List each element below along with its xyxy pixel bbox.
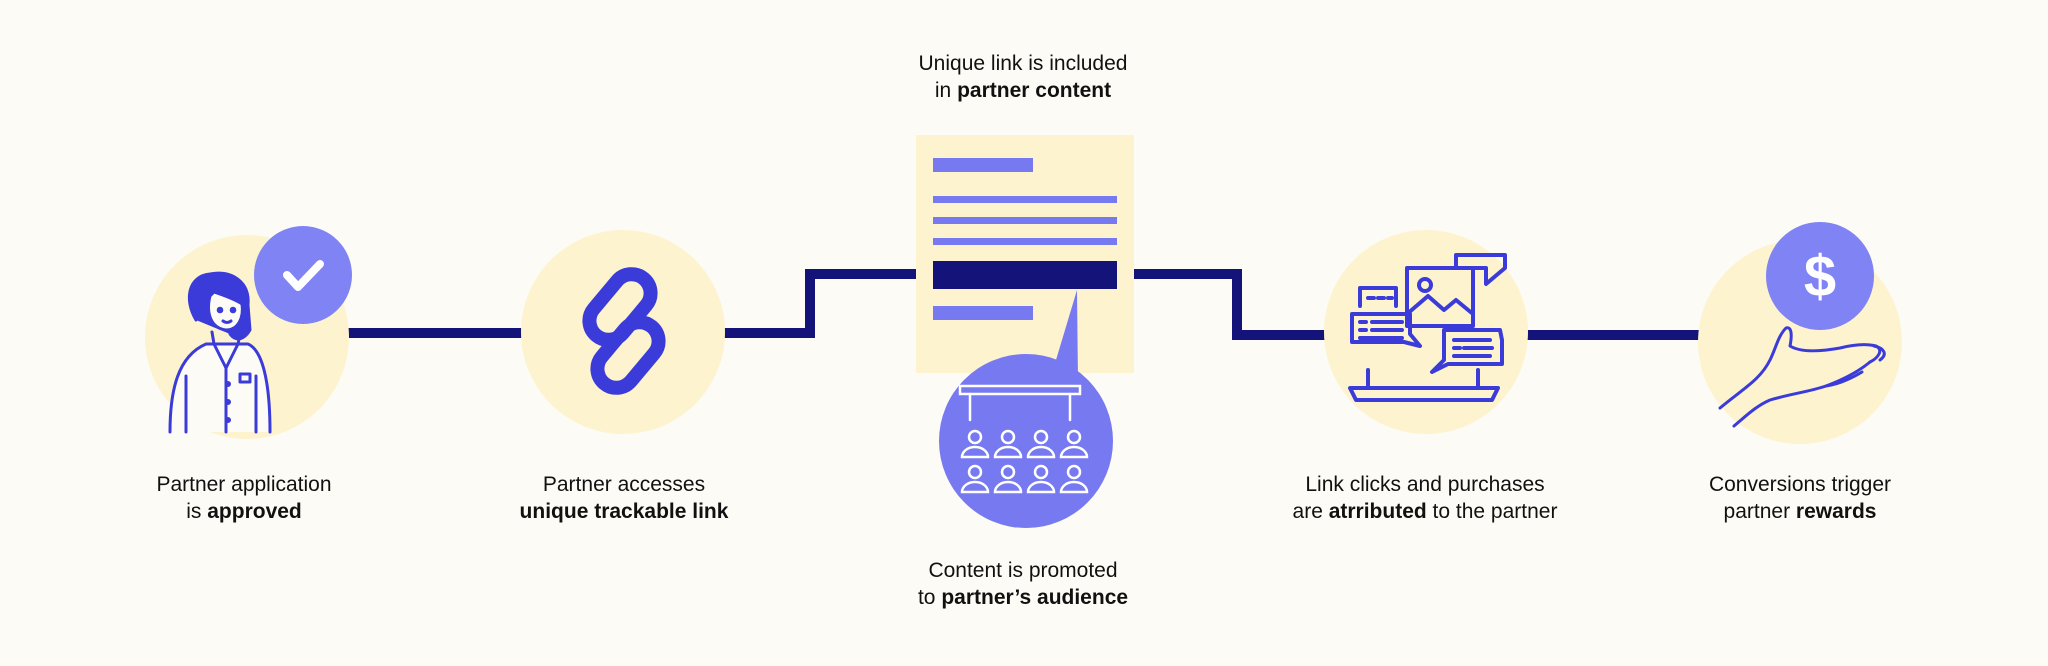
person-icon (168, 271, 272, 434)
dollar-coin (1766, 222, 1874, 330)
step-3-bottom-label: Content is promoted to partner’s audienc… (843, 557, 1203, 611)
step-5-line1: Conversions trigger (1708, 473, 1892, 496)
step-3-bottom-line2-bold: partner’s audience (941, 586, 1129, 609)
step-4-line1: Link clicks and purchases (1305, 473, 1545, 496)
step-4-line2-bold: atrributed (1328, 500, 1427, 523)
document-card (916, 135, 1134, 373)
doc-line-3 (933, 238, 1117, 245)
doc-line-2 (933, 217, 1117, 224)
doc-link-bar (933, 261, 1117, 289)
step-3-bottom-line1: Content is promoted (928, 559, 1118, 582)
laptop-chat-icon (1348, 253, 1507, 402)
hand-icon (1718, 326, 1886, 428)
step-5-line2-bold: rewards (1795, 500, 1877, 523)
step-3-graphic (916, 135, 1134, 528)
check-icon (283, 260, 324, 291)
step-3-top-label: Unique link is included in partner conte… (843, 50, 1203, 104)
doc-heading-bar (933, 158, 1033, 172)
speech-tail (1050, 290, 1078, 382)
step-4-graphic (1324, 230, 1528, 434)
step-4-line2-pre: are (1292, 500, 1329, 523)
step-2-graphic (521, 230, 725, 434)
step-5-label: Conversions trigger partner rewards (1620, 471, 1980, 525)
step-3-top-line2-pre: in (934, 79, 958, 102)
step-1-graphic (145, 226, 352, 439)
step-3-top-line1: Unique link is included (918, 52, 1128, 75)
step-1-line2-bold: approved (207, 500, 302, 523)
step-5-graphic: $ (1698, 222, 1902, 444)
step-3-top-line2-bold: partner content (957, 79, 1112, 102)
approved-badge (254, 226, 352, 324)
step-4-line2-post: to the partner (1426, 500, 1558, 523)
doc-line-1 (933, 196, 1117, 203)
step-2-line2-bold: unique trackable link (519, 500, 729, 523)
dollar-icon: $ (1804, 244, 1836, 309)
step-2-label: Partner accesses unique trackable link (444, 471, 804, 525)
step-5-line2-pre: partner (1723, 500, 1796, 523)
step-1-line2-pre: is (186, 500, 208, 523)
audience-circle (939, 354, 1113, 528)
doc-line-4 (933, 306, 1033, 320)
step-1-label: Partner application is approved (64, 471, 424, 525)
audience-icon (958, 384, 1089, 494)
step-2-line1: Partner accesses (542, 473, 706, 496)
step-3-bottom-line2-pre: to (917, 586, 942, 609)
link-icon (582, 267, 666, 395)
step-1-line1: Partner application (156, 473, 332, 496)
step-4-label: Link clicks and purchases are atrributed… (1245, 471, 1605, 525)
